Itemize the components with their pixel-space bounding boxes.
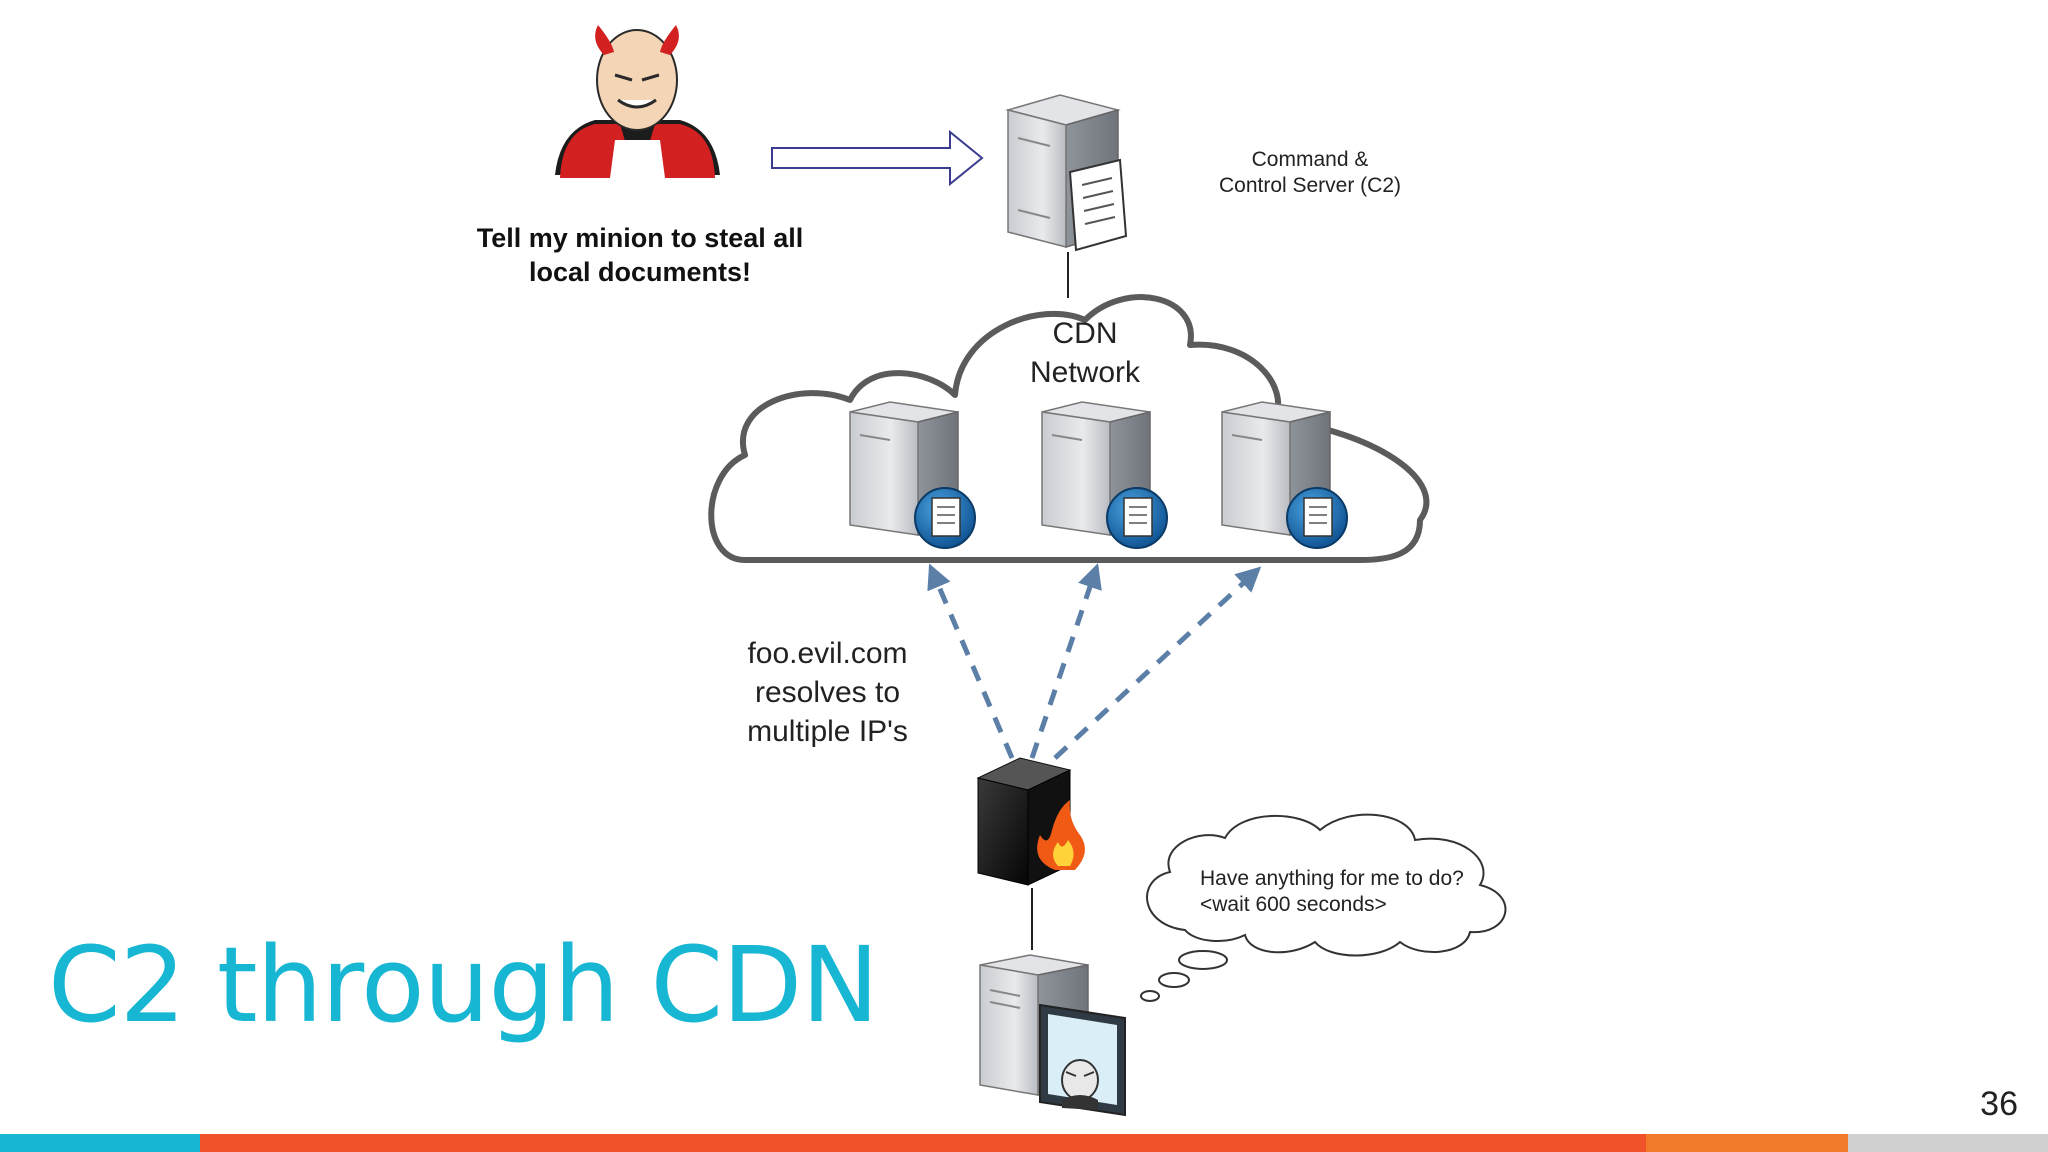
bar-segment-blue: [0, 1134, 200, 1152]
infected-computer-icon: [979, 954, 1126, 1117]
cdn-server-icon: [1041, 401, 1168, 549]
arrow-to-cdn-server-2: [1029, 563, 1102, 759]
firewall-icon: [976, 757, 1085, 886]
villain-to-c2-arrow: [771, 129, 984, 187]
cdn-server-icon: [1221, 401, 1348, 549]
devil-icon: [555, 25, 720, 178]
dns-resolution-label: foo.evil.com resolves to multiple IP's: [747, 637, 908, 748]
c2-server-icon: [1005, 94, 1128, 252]
villain-caption: Tell my minion to steal all local docume…: [476, 223, 804, 287]
page-number: 36: [1980, 1085, 2018, 1123]
arrow-to-cdn-server-3: [1053, 566, 1262, 760]
slide-title: C2 through CDN: [48, 924, 879, 1046]
cdn-server-icon: [849, 401, 976, 549]
bottom-accent-bar: [0, 1134, 2048, 1152]
thought-bubble-text: Have anything for me to do? <wait 600 se…: [1200, 867, 1464, 916]
c2-server-label: Command & Control Server (C2): [1218, 148, 1402, 197]
arrow-to-cdn-server-1: [927, 563, 1015, 759]
bar-segment-orange: [1646, 1134, 1848, 1152]
thought-bubble-icon: [1140, 813, 1507, 1002]
bar-segment-red: [200, 1134, 1646, 1152]
cdn-network-label: CDN Network: [1029, 317, 1141, 389]
bar-segment-gray: [1848, 1134, 2048, 1152]
dns-resolution-arrows: [927, 563, 1262, 760]
